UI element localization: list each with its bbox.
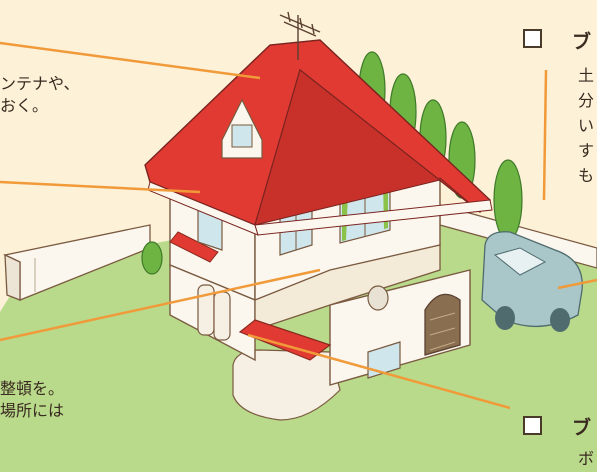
callout-bottom-left-line2: 場所には xyxy=(0,401,65,420)
checklist-heading-bottom: ブ xyxy=(572,417,592,439)
checklist-body-top-line2: 分 xyxy=(578,91,595,110)
checklist-checkbox-bottom[interactable] xyxy=(523,416,542,435)
arch-entry xyxy=(424,293,461,356)
callout-top-left-line2: おく。 xyxy=(0,96,49,115)
callout-bottom-left: 整頓を。 場所には xyxy=(0,378,64,422)
callout-bottom-left-line1: 整頓を。 xyxy=(0,379,65,398)
small-red-awning xyxy=(169,231,219,263)
checklist-body-top: 土 分 い す も xyxy=(578,63,594,188)
checklist-body-bottom-line1: ボ xyxy=(578,449,595,468)
checklist-body-top-line4: す xyxy=(578,141,595,160)
roof-side xyxy=(254,69,481,226)
checklist-body-top-line1: 土 xyxy=(578,66,595,85)
leader-lines xyxy=(0,41,597,410)
checklist-heading-top: ブ xyxy=(572,31,592,53)
callout-top-left-line1: ンテナや、 xyxy=(0,74,80,93)
checklist-body-top-line3: い xyxy=(578,116,595,135)
car xyxy=(481,231,583,332)
red-canopy xyxy=(238,319,332,361)
satellite-dish xyxy=(367,285,389,311)
checklist-checkbox-top[interactable] xyxy=(523,29,542,48)
left-wall-end xyxy=(4,253,21,301)
checklist-body-top-line5: も xyxy=(578,166,595,185)
gas-cylinders xyxy=(197,284,231,341)
callout-top-left: ンテナや、 おく。 xyxy=(0,73,80,117)
antenna xyxy=(279,11,321,60)
